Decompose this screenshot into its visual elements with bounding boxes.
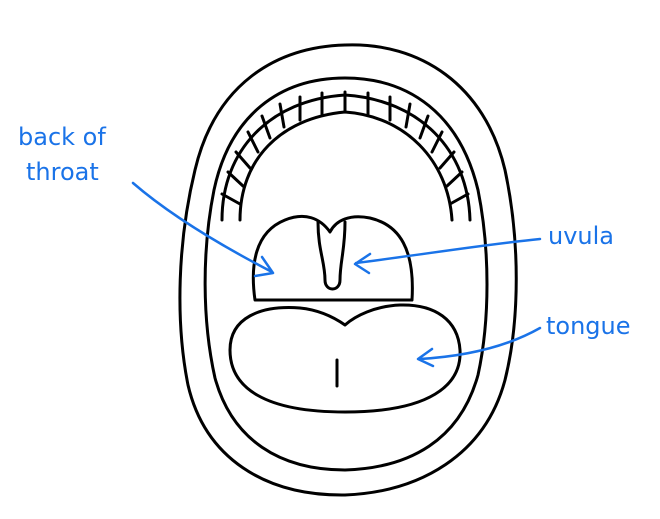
upper-teeth (220, 90, 472, 222)
teeth-outer-edge (220, 93, 472, 222)
back-of-throat (251, 215, 414, 302)
label-uvula: uvula (548, 222, 614, 250)
label-back-of-throat-line1: back of (18, 123, 106, 151)
annotation-arrows (131, 181, 542, 368)
label-tongue: tongue (546, 312, 631, 340)
arrow-tongue (416, 326, 542, 368)
tongue (228, 303, 462, 414)
tooth-divisions (220, 90, 470, 206)
teeth-inner-arch (238, 110, 454, 222)
arrow-uvula (353, 237, 542, 275)
outer-lips (178, 43, 518, 497)
arrow-back-of-throat (131, 181, 275, 278)
inner-mouth-opening (203, 76, 489, 472)
uvula (316, 220, 347, 291)
label-back-of-throat-line2: throat (26, 158, 99, 186)
